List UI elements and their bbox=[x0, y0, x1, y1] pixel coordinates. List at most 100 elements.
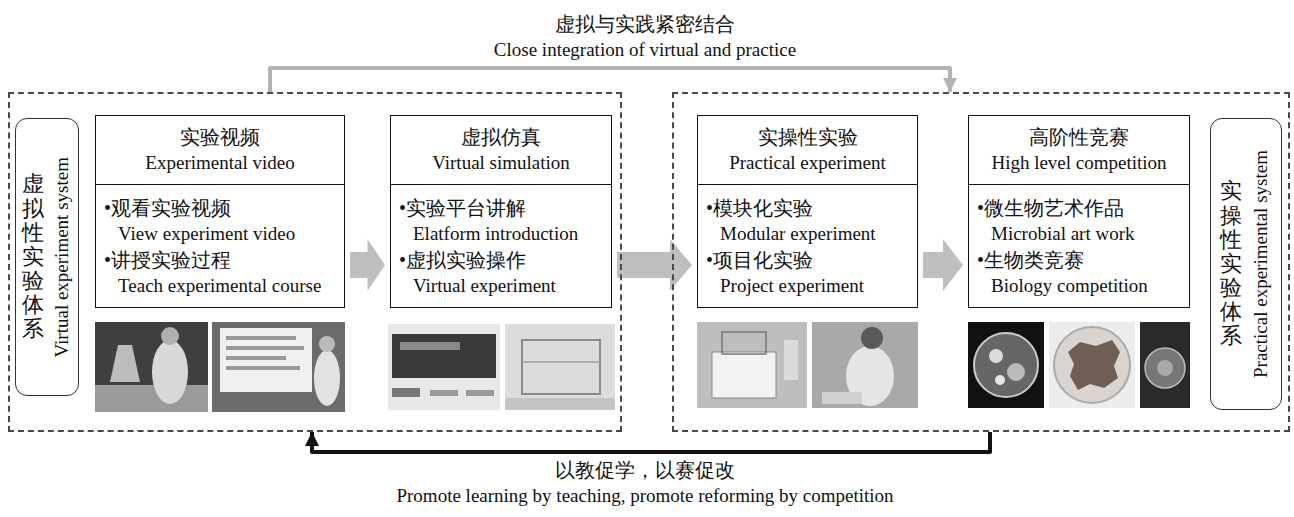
colony bbox=[995, 375, 1005, 385]
label-holder: 以教促学，以赛促改 Promote learning by teaching, … bbox=[390, 458, 899, 508]
photo-platform-screenshot bbox=[388, 324, 500, 410]
vertical-label: 虚拟性实验体系 bbox=[22, 172, 44, 341]
edge-label-line: Promote learning by teaching, promote re… bbox=[396, 483, 893, 508]
petri-dish bbox=[974, 333, 1038, 397]
photo-microbial-art bbox=[968, 322, 1044, 408]
process-box: 高阶性竞赛High level competition•微生物艺术作品Micro… bbox=[968, 115, 1190, 308]
map-colony bbox=[1068, 340, 1120, 390]
photo-microbial-map bbox=[1049, 322, 1135, 408]
photo-ground bbox=[95, 322, 208, 412]
edge-label-line: 虚拟与实践紧密结合 bbox=[494, 12, 796, 37]
box-header: 高阶性竞赛High level competition bbox=[969, 116, 1189, 185]
slide-line bbox=[226, 346, 304, 350]
block-arrow bbox=[350, 239, 385, 291]
photo-virtual-lab bbox=[505, 324, 615, 410]
petri-dish bbox=[1054, 327, 1130, 403]
colony bbox=[989, 349, 1003, 363]
slide bbox=[220, 328, 312, 392]
bullet-text: Elatform introduction bbox=[399, 221, 603, 247]
lab-bench bbox=[95, 385, 208, 412]
photo-experiment bbox=[812, 322, 918, 408]
heading-text: High level competition bbox=[977, 150, 1181, 176]
heading-text: 实验视频 bbox=[104, 124, 336, 150]
screenshot-band bbox=[400, 342, 460, 350]
box-body: •观看实验视频View experiment video•讲授实验过程Teach… bbox=[96, 185, 344, 307]
teacher bbox=[314, 350, 340, 406]
photo-ground bbox=[697, 322, 807, 408]
photo-video-lab bbox=[95, 322, 208, 412]
teacher-head bbox=[319, 336, 335, 352]
bullet-text: •讲授实验过程 bbox=[104, 247, 336, 273]
bench-item bbox=[822, 392, 862, 404]
photo-ground bbox=[388, 324, 500, 410]
label-holder: 虚拟与实践紧密结合 Close integration of virtual a… bbox=[488, 12, 802, 62]
box-body: •微生物艺术作品Microbial art work•生物类竞赛Biology … bbox=[969, 185, 1189, 307]
box-header: 虚拟仿真Virtual simulation bbox=[391, 116, 611, 185]
box-body: •实验平台讲解Elatform introduction•虚拟实验操作Virtu… bbox=[391, 185, 611, 307]
box-header: 实操性实验Practical experiment bbox=[698, 116, 917, 185]
process-box: 实操性实验Practical experiment •模块化实验Modular e… bbox=[697, 115, 918, 308]
dashed-region: 虚拟性实验体系 Virtual experiment system 实验视频Expe… bbox=[8, 92, 622, 432]
photo-balance bbox=[697, 322, 807, 408]
bullet-text: •微生物艺术作品 bbox=[977, 195, 1181, 221]
photo-microbial-dish bbox=[1140, 322, 1190, 408]
photo-ground bbox=[212, 322, 345, 412]
edge-label: 虚拟与实践紧密结合 Close integration of virtual a… bbox=[494, 12, 796, 62]
heading-text: 虚拟仿真 bbox=[399, 124, 603, 150]
bullet-text: Biology competition bbox=[977, 273, 1181, 299]
bottle bbox=[784, 340, 798, 380]
bullet-text: Modular experiment bbox=[706, 221, 909, 247]
system-label: 实操性实验体系 Practical experimental system bbox=[1210, 118, 1282, 410]
photo-ground bbox=[812, 322, 918, 408]
glass-cover bbox=[722, 332, 766, 354]
label-holder: Virtual experiment system bbox=[50, 157, 72, 358]
photo-ground bbox=[1049, 322, 1135, 408]
bullet-text: Virtual experiment bbox=[399, 273, 603, 299]
balance bbox=[712, 352, 776, 398]
person-head bbox=[861, 327, 883, 349]
screenshot-button bbox=[466, 390, 494, 396]
bullet-text: •虚拟实验操作 bbox=[399, 247, 603, 273]
box-header: 实验视频Experimental video bbox=[96, 116, 344, 185]
slide-line bbox=[226, 356, 286, 360]
slide-line bbox=[226, 336, 296, 340]
person bbox=[152, 340, 188, 404]
block-arrow bbox=[617, 239, 692, 291]
label-holder: 实操性实验体系 bbox=[1220, 179, 1242, 348]
slide-line bbox=[226, 366, 300, 370]
flask bbox=[110, 345, 140, 382]
screenshot-button bbox=[430, 390, 458, 396]
rotated-label: Virtual experiment system bbox=[50, 157, 72, 358]
screenshot-button bbox=[392, 388, 420, 397]
connector-arrow bbox=[312, 432, 990, 452]
bullet-text: Microbial art work bbox=[977, 221, 1181, 247]
process-box: 实验视频Experimental video•观看实验视频View experi… bbox=[95, 115, 345, 308]
bullet-text: •观看实验视频 bbox=[104, 195, 336, 221]
bullet-text: •项目化实验 bbox=[706, 247, 909, 273]
colony bbox=[1157, 360, 1173, 376]
heading-text: Practical experiment bbox=[706, 150, 909, 176]
photo-ground bbox=[1140, 322, 1190, 408]
vertical-label: 实操性实验体系 bbox=[1220, 179, 1242, 348]
heading-text: Experimental video bbox=[104, 150, 336, 176]
screenshot-image bbox=[392, 334, 496, 378]
label-holder: Practical experimental system bbox=[1250, 150, 1272, 378]
edge-label-line: Close integration of virtual and practic… bbox=[494, 37, 796, 62]
rotated-label: Practical experimental system bbox=[1250, 150, 1272, 378]
heading-text: 实操性实验 bbox=[706, 124, 909, 150]
heading-text: 高阶性竞赛 bbox=[977, 124, 1181, 150]
photo-lecture bbox=[212, 322, 345, 412]
dashed-region: 实操性实验Practical experiment •模块化实验Modular e… bbox=[672, 92, 1290, 432]
bullet-text: Project experiment bbox=[706, 273, 909, 299]
bullet-text: View experiment video bbox=[104, 221, 336, 247]
floor bbox=[505, 398, 615, 410]
bullet-text: •模块化实验 bbox=[706, 195, 909, 221]
colony bbox=[1007, 363, 1025, 381]
edge-label: 以教促学，以赛促改 Promote learning by teaching, … bbox=[396, 458, 893, 508]
photo-ground bbox=[505, 324, 615, 410]
system-label: 虚拟性实验体系 Virtual experiment system bbox=[15, 118, 79, 396]
photo-ground bbox=[968, 322, 1044, 408]
bullet-text: •生物类竞赛 bbox=[977, 247, 1181, 273]
